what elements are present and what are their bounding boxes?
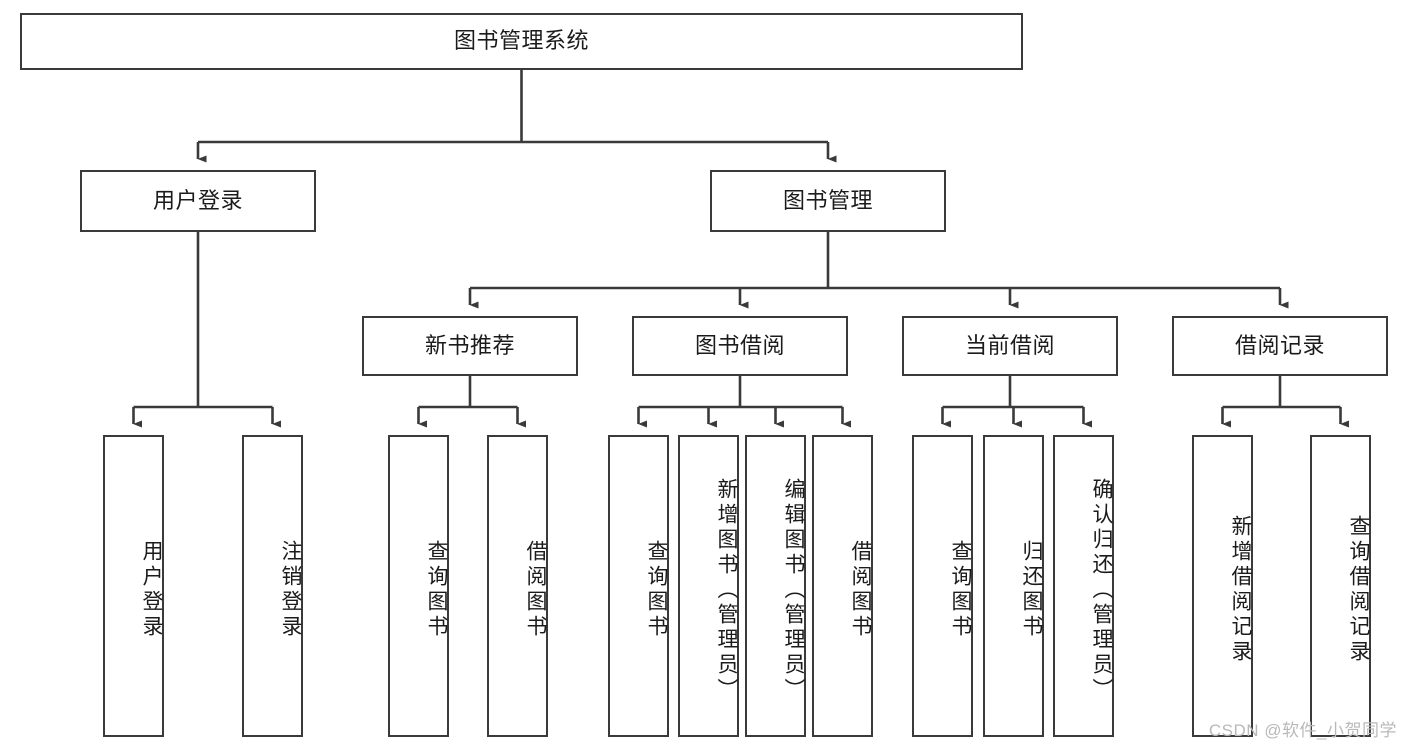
node-label: 确认归还（管理员） (1090, 477, 1113, 703)
node-leaf-return-book[interactable]: 归还图书 (983, 435, 1044, 737)
node-label: 借阅图书 (524, 540, 547, 640)
node-book-manage[interactable]: 图书管理 (710, 170, 946, 232)
node-leaf-query-record[interactable]: 查询借阅记录 (1310, 435, 1371, 737)
node-label: 查询图书 (425, 540, 448, 640)
node-leaf-confirm-return[interactable]: 确认归还（管理员） (1053, 435, 1114, 737)
node-label: 注销登录 (279, 540, 302, 640)
node-label: 用户登录 (152, 187, 243, 213)
node-label: 图书管理 (782, 187, 873, 213)
node-leaf-borrow-book-1[interactable]: 借阅图书 (487, 435, 548, 737)
node-label: 新增图书（管理员） (715, 477, 738, 703)
node-label: 当前借阅 (964, 332, 1055, 358)
node-leaf-user-login[interactable]: 用户登录 (103, 435, 164, 737)
node-label: 图书管理系统 (453, 28, 589, 54)
node-leaf-query-book-1[interactable]: 查询图书 (388, 435, 449, 737)
node-new-book-recommend[interactable]: 新书推荐 (362, 316, 578, 376)
node-leaf-add-book[interactable]: 新增图书（管理员） (678, 435, 739, 737)
node-leaf-add-record[interactable]: 新增借阅记录 (1192, 435, 1253, 737)
node-leaf-query-book-2[interactable]: 查询图书 (608, 435, 669, 737)
node-label: 用户登录 (140, 540, 163, 640)
node-current-borrow[interactable]: 当前借阅 (902, 316, 1118, 376)
node-label: 归还图书 (1020, 540, 1043, 640)
node-label: 查询图书 (645, 540, 668, 640)
node-label: 编辑图书（管理员） (782, 477, 805, 703)
node-label: 新书推荐 (424, 332, 515, 358)
node-label: 借阅记录 (1234, 332, 1325, 358)
node-label: 图书借阅 (694, 332, 785, 358)
node-label: 查询借阅记录 (1347, 515, 1370, 665)
node-label: 借阅图书 (849, 540, 872, 640)
node-leaf-query-book-3[interactable]: 查询图书 (912, 435, 973, 737)
node-book-borrow[interactable]: 图书借阅 (632, 316, 848, 376)
node-borrow-record[interactable]: 借阅记录 (1172, 316, 1388, 376)
node-leaf-edit-book[interactable]: 编辑图书（管理员） (745, 435, 806, 737)
node-leaf-logout[interactable]: 注销登录 (242, 435, 303, 737)
node-leaf-borrow-book-2[interactable]: 借阅图书 (812, 435, 873, 737)
node-label: 新增借阅记录 (1229, 515, 1252, 665)
node-user-login[interactable]: 用户登录 (80, 170, 316, 232)
node-root[interactable]: 图书管理系统 (20, 13, 1023, 70)
node-label: 查询图书 (949, 540, 972, 640)
csdn-watermark: CSDN @软件_小贺同学 (1208, 721, 1397, 740)
